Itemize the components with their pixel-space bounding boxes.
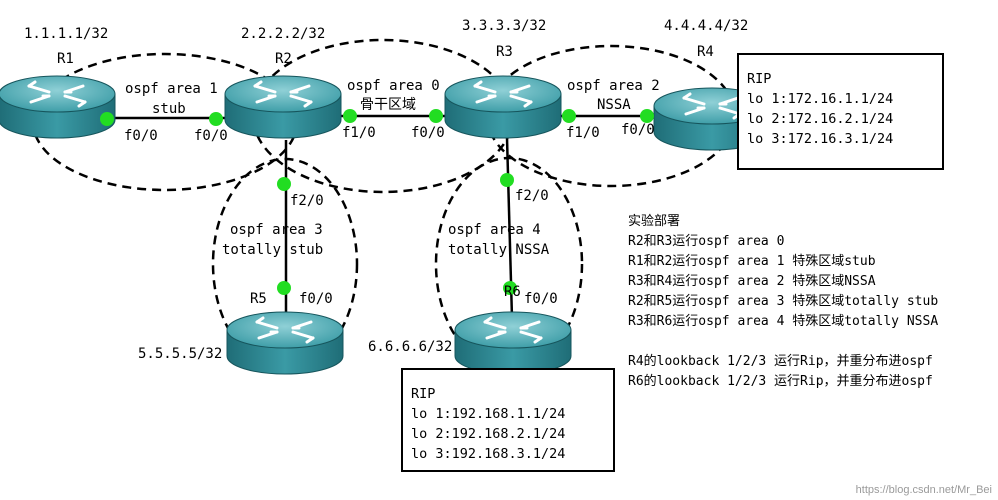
area0-label: ospf area 0 bbox=[347, 78, 440, 94]
area0-type: 骨干区域 bbox=[360, 97, 416, 113]
notes-line bbox=[628, 332, 938, 352]
r5-f00-label: f0/0 bbox=[299, 291, 333, 307]
notes-line: R3和R6运行ospf area 4 特殊区域totally NSSA bbox=[628, 314, 939, 329]
r4-ip: 4.4.4.4/32 bbox=[664, 18, 748, 34]
rip-r4-line: lo 2:172.16.2.1/24 bbox=[747, 111, 894, 127]
rip-box-r4: RIP lo 1:172.16.1.1/24 lo 2:172.16.2.1/2… bbox=[737, 53, 944, 170]
port-dot-r3-f00 bbox=[429, 109, 443, 123]
area4-type: totally NSSA bbox=[448, 242, 550, 258]
rip-r4-title: RIP bbox=[747, 71, 772, 87]
r2-f20-label: f2/0 bbox=[290, 193, 324, 209]
port-dot-r1-f00 bbox=[100, 112, 114, 126]
r1-ip: 1.1.1.1/32 bbox=[24, 26, 108, 42]
notes-line: R1和R2运行ospf area 1 特殊区域stub bbox=[628, 254, 876, 269]
r2-ip: 2.2.2.2/32 bbox=[241, 26, 325, 42]
rip-r6-line: lo 3:192.168.3.1/24 bbox=[411, 446, 566, 462]
r5-name: R5 bbox=[250, 291, 267, 307]
area1-type: stub bbox=[152, 101, 186, 117]
rip-r6-line: lo 1:192.168.1.1/24 bbox=[411, 406, 566, 422]
port-dot-r3-f20 bbox=[500, 173, 514, 187]
r6-ip: 6.6.6.6/32 bbox=[368, 339, 452, 355]
notes-line: R2和R3运行ospf area 0 bbox=[628, 234, 785, 249]
notes-line: R3和R4运行ospf area 2 特殊区域NSSA bbox=[628, 274, 876, 289]
router-r2-icon bbox=[223, 74, 343, 140]
port-dots bbox=[100, 109, 654, 295]
router-r6-icon bbox=[453, 310, 573, 376]
r4-name: R4 bbox=[697, 44, 714, 60]
port-dot-r5-f00 bbox=[277, 281, 291, 295]
r2-f10-label: f1/0 bbox=[342, 125, 376, 141]
rip-r6-line: lo 2:192.168.2.1/24 bbox=[411, 426, 566, 442]
area3-label: ospf area 3 bbox=[230, 222, 323, 238]
notes-line: R6的lookback 1/2/3 运行Rip，并重分布进ospf bbox=[628, 374, 933, 389]
port-dot-r2-f00 bbox=[209, 112, 223, 126]
area1-label: ospf area 1 bbox=[125, 81, 218, 97]
port-dot-r2-f10 bbox=[343, 109, 357, 123]
notes-line: R2和R5运行ospf area 3 特殊区域totally stub bbox=[628, 294, 939, 309]
area2-label: ospf area 2 bbox=[567, 78, 660, 94]
r6-f00-label: f0/0 bbox=[524, 291, 558, 307]
watermark: https://blog.csdn.net/Mr_Bei bbox=[855, 484, 992, 496]
area4-label: ospf area 4 bbox=[448, 222, 541, 238]
rip-r6-title: RIP bbox=[411, 386, 436, 402]
port-dot-r6-f00 bbox=[503, 281, 517, 295]
router-r5-icon bbox=[225, 310, 345, 376]
notes-line: 实验部署 bbox=[628, 214, 681, 229]
port-dot-r4-f00 bbox=[640, 109, 654, 123]
r3-name: R3 bbox=[496, 44, 513, 60]
r3-f00-label: f0/0 bbox=[411, 125, 445, 141]
rip-r4-line: lo 3:172.16.3.1/24 bbox=[747, 131, 894, 147]
area3-type: totally stub bbox=[222, 242, 323, 258]
r6-name: R6 bbox=[504, 284, 521, 300]
notes-line: R4的lookback 1/2/3 运行Rip，并重分布进ospf bbox=[628, 354, 933, 369]
port-dot-r2-f20 bbox=[277, 177, 291, 191]
r3-f10-label: f1/0 bbox=[566, 125, 600, 141]
router-r3-icon bbox=[443, 74, 563, 140]
r2-f00-label: f0/0 bbox=[194, 128, 228, 144]
r3-f20-label: f2/0 bbox=[515, 188, 549, 204]
rip-r4-line: lo 1:172.16.1.1/24 bbox=[747, 91, 894, 107]
rip-box-r6: RIP lo 1:192.168.1.1/24 lo 2:192.168.2.1… bbox=[401, 368, 615, 472]
area2-type: NSSA bbox=[597, 97, 631, 113]
r3-ip: 3.3.3.3/32 bbox=[462, 18, 546, 34]
r4-f00-label: f0/0 bbox=[621, 122, 655, 138]
experiment-notes: 实验部署 R2和R3运行ospf area 0 R1和R2运行ospf area… bbox=[628, 212, 938, 392]
r5-ip: 5.5.5.5/32 bbox=[138, 346, 222, 362]
r2-name: R2 bbox=[275, 51, 292, 67]
r1-name: R1 bbox=[57, 51, 74, 67]
links bbox=[100, 114, 662, 319]
port-dot-r3-f10 bbox=[562, 109, 576, 123]
router-r1-icon bbox=[0, 74, 117, 140]
r1-f00-label: f0/0 bbox=[124, 128, 158, 144]
